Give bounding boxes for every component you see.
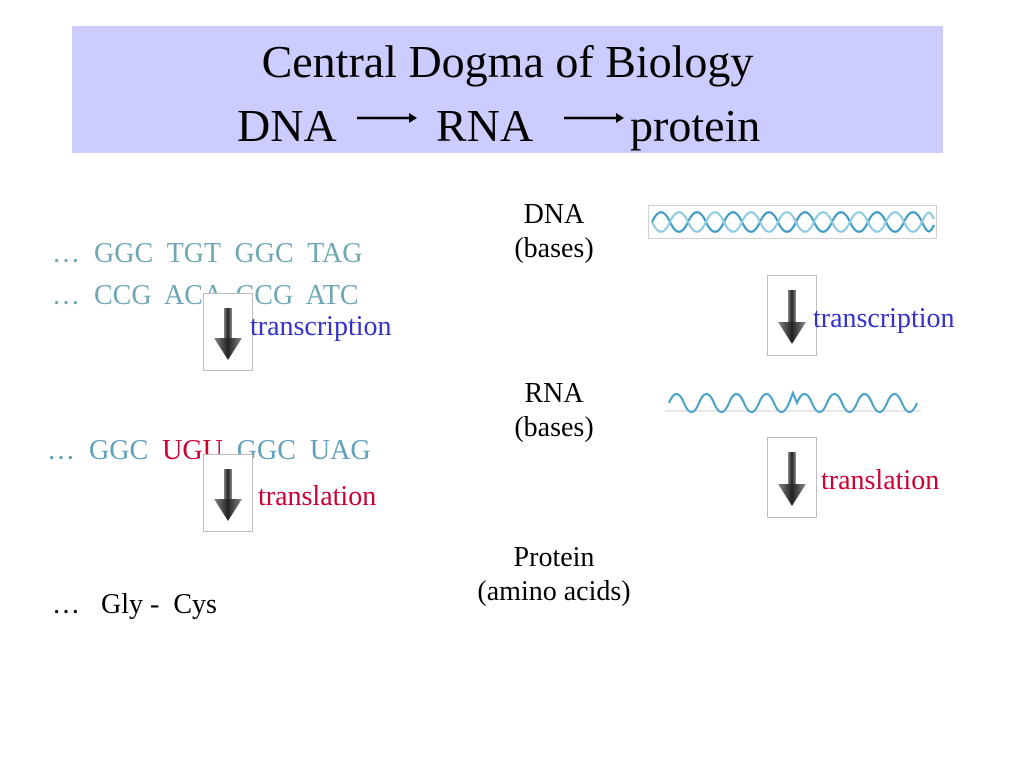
title-dna: DNA bbox=[237, 100, 337, 151]
right-arrow-icon bbox=[357, 113, 417, 123]
ellipsis: … bbox=[52, 280, 80, 311]
right-arrow-icon bbox=[564, 113, 624, 123]
translation-step-box-right bbox=[767, 437, 817, 518]
dna-label-name: DNA bbox=[523, 199, 585, 230]
ellipsis: … bbox=[52, 589, 80, 620]
codon: UAG bbox=[309, 435, 371, 466]
down-arrow-icon bbox=[214, 469, 242, 521]
single-strand-wave-icon bbox=[665, 390, 921, 413]
codon: GGC bbox=[94, 238, 154, 269]
transcription-label: transcription bbox=[250, 311, 392, 342]
transcription-step-box-right bbox=[767, 275, 817, 356]
rna-label-name: RNA bbox=[524, 378, 584, 409]
protein-label-name: Protein bbox=[513, 542, 595, 573]
protein-sequence: … Gly - Cys bbox=[38, 557, 217, 621]
dna-strand-1: … GGC TGT GGC TAG bbox=[38, 206, 362, 270]
title-protein: protein bbox=[630, 100, 761, 151]
codon: CCG bbox=[94, 280, 152, 311]
rna-sequence: … GGC UGU GGC UAG bbox=[33, 403, 371, 467]
down-arrow-icon bbox=[778, 452, 806, 506]
transcription-label-right: transcription bbox=[813, 303, 955, 334]
page-title: Central Dogma of Biology bbox=[261, 36, 754, 87]
dna-label: DNA (bases) bbox=[464, 198, 644, 266]
codon: ATC bbox=[305, 280, 359, 311]
codon: GGC bbox=[89, 435, 149, 466]
transcription-step-box bbox=[203, 293, 253, 371]
codon: GGC bbox=[234, 238, 294, 269]
rna-label-units: (bases) bbox=[514, 412, 594, 443]
title-rna: RNA bbox=[436, 100, 534, 151]
translation-step-box bbox=[203, 454, 253, 532]
protein-label: Protein (amino acids) bbox=[434, 541, 674, 609]
amino-acids: Gly - Cys bbox=[101, 589, 217, 620]
ellipsis: … bbox=[47, 435, 75, 466]
translation-label: translation bbox=[258, 481, 377, 512]
dna-label-units: (bases) bbox=[514, 233, 594, 264]
codon: TAG bbox=[307, 238, 363, 269]
double-helix-icon bbox=[648, 205, 937, 239]
down-arrow-icon bbox=[778, 290, 806, 344]
title-flow: DNA RNA protein bbox=[72, 98, 943, 154]
down-arrow-icon bbox=[214, 308, 242, 360]
ellipsis: … bbox=[52, 238, 80, 269]
dna-strand-2: … CCG ACA CCG ATC bbox=[38, 248, 359, 312]
protein-label-units: (amino acids) bbox=[477, 576, 631, 607]
title-banner: Central Dogma of Biology DNA RNA protein bbox=[72, 26, 943, 153]
codon: TGT bbox=[166, 238, 221, 269]
rna-label: RNA (bases) bbox=[464, 377, 644, 445]
translation-label-right: translation bbox=[821, 465, 940, 496]
